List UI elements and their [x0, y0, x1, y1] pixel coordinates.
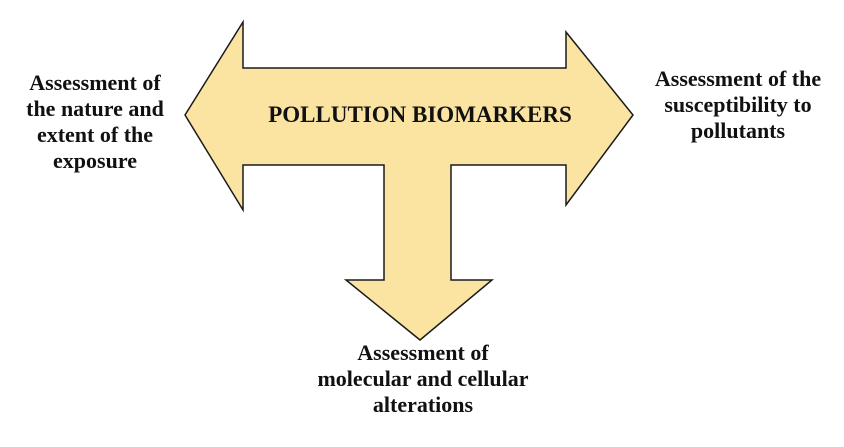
right-arrow-label: Assessment of the susceptibility to poll… — [636, 66, 840, 144]
left-label-line: the nature and — [26, 95, 164, 121]
bottom-label-line: Assessment of — [357, 340, 489, 365]
three-way-arrow-shape — [184, 19, 634, 341]
right-label-line: susceptibility to — [664, 91, 812, 117]
right-label-line: Assessment of the — [654, 66, 822, 91]
left-arrow-label: Assessment of the nature and extent of t… — [4, 70, 186, 174]
bottom-arrow-label: Assessment of molecular and cellular alt… — [292, 340, 554, 418]
left-label-line: extent of the — [36, 121, 154, 147]
right-label-line: pollutants — [690, 117, 786, 143]
bottom-label-line: alterations — [372, 391, 474, 417]
left-label-line: exposure — [53, 147, 137, 173]
center-title: POLLUTION BIOMARKERS — [268, 102, 572, 127]
left-label-line: Assessment of — [29, 70, 161, 95]
bottom-label-line: molecular and cellular — [317, 365, 529, 391]
